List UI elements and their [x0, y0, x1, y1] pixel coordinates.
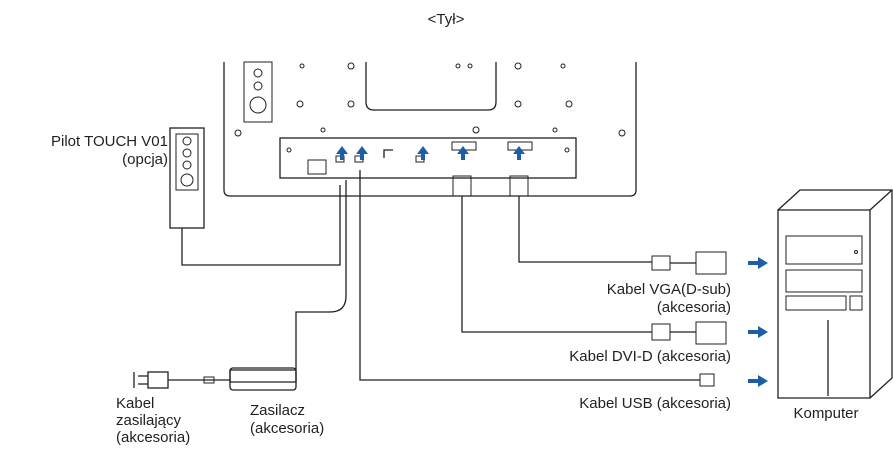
- usb-cable: [359, 170, 715, 387]
- screw-holes: [234, 62, 626, 137]
- arrow-up-icon: [417, 146, 429, 160]
- connector-panel: [279, 137, 577, 179]
- adapter-sublabel: (akcesoria): [250, 420, 324, 437]
- usb-label: Kabel USB (akcesoria): [579, 395, 731, 412]
- arrow-right-icon: [748, 257, 768, 269]
- computer-tower: [777, 189, 893, 399]
- view-title: <Tył>: [428, 11, 465, 28]
- power-cable-label-line2: zasilający: [116, 412, 182, 429]
- arrow-up-icon: [513, 146, 525, 160]
- remote-sublabel: (opcja): [122, 151, 168, 168]
- monitor-rear: [223, 61, 637, 197]
- dvi-label: Kabel DVI-D (akcesoria): [569, 348, 731, 365]
- arrow-up-icon: [336, 146, 348, 160]
- arrow-up-icon: [457, 146, 469, 160]
- dvi-cable: [452, 175, 727, 345]
- adapter-label: Zasilacz: [250, 402, 305, 419]
- arrow-up-icon: [356, 146, 368, 160]
- power-port: [307, 159, 327, 175]
- computer-arrows: [748, 257, 768, 387]
- vga-label: Kabel VGA(D-sub): [607, 281, 731, 298]
- power-cable-label-line3: (akcesoria): [116, 429, 190, 446]
- vga-sublabel: (akcesoria): [657, 299, 731, 316]
- remote-label: Pilot TOUCH V01: [51, 133, 168, 150]
- power-adapter: [133, 180, 347, 391]
- vga-cable: [509, 175, 727, 275]
- power-cable-label: Kabel: [116, 395, 154, 412]
- remote-control: [169, 127, 341, 266]
- arrow-right-icon: [748, 375, 768, 387]
- arrow-right-icon: [748, 326, 768, 338]
- computer-label: Komputer: [793, 405, 858, 422]
- labels: Pilot TOUCH V01 (opcja) Kabel VGA(D-sub)…: [51, 133, 859, 446]
- port-arrows: [336, 146, 525, 160]
